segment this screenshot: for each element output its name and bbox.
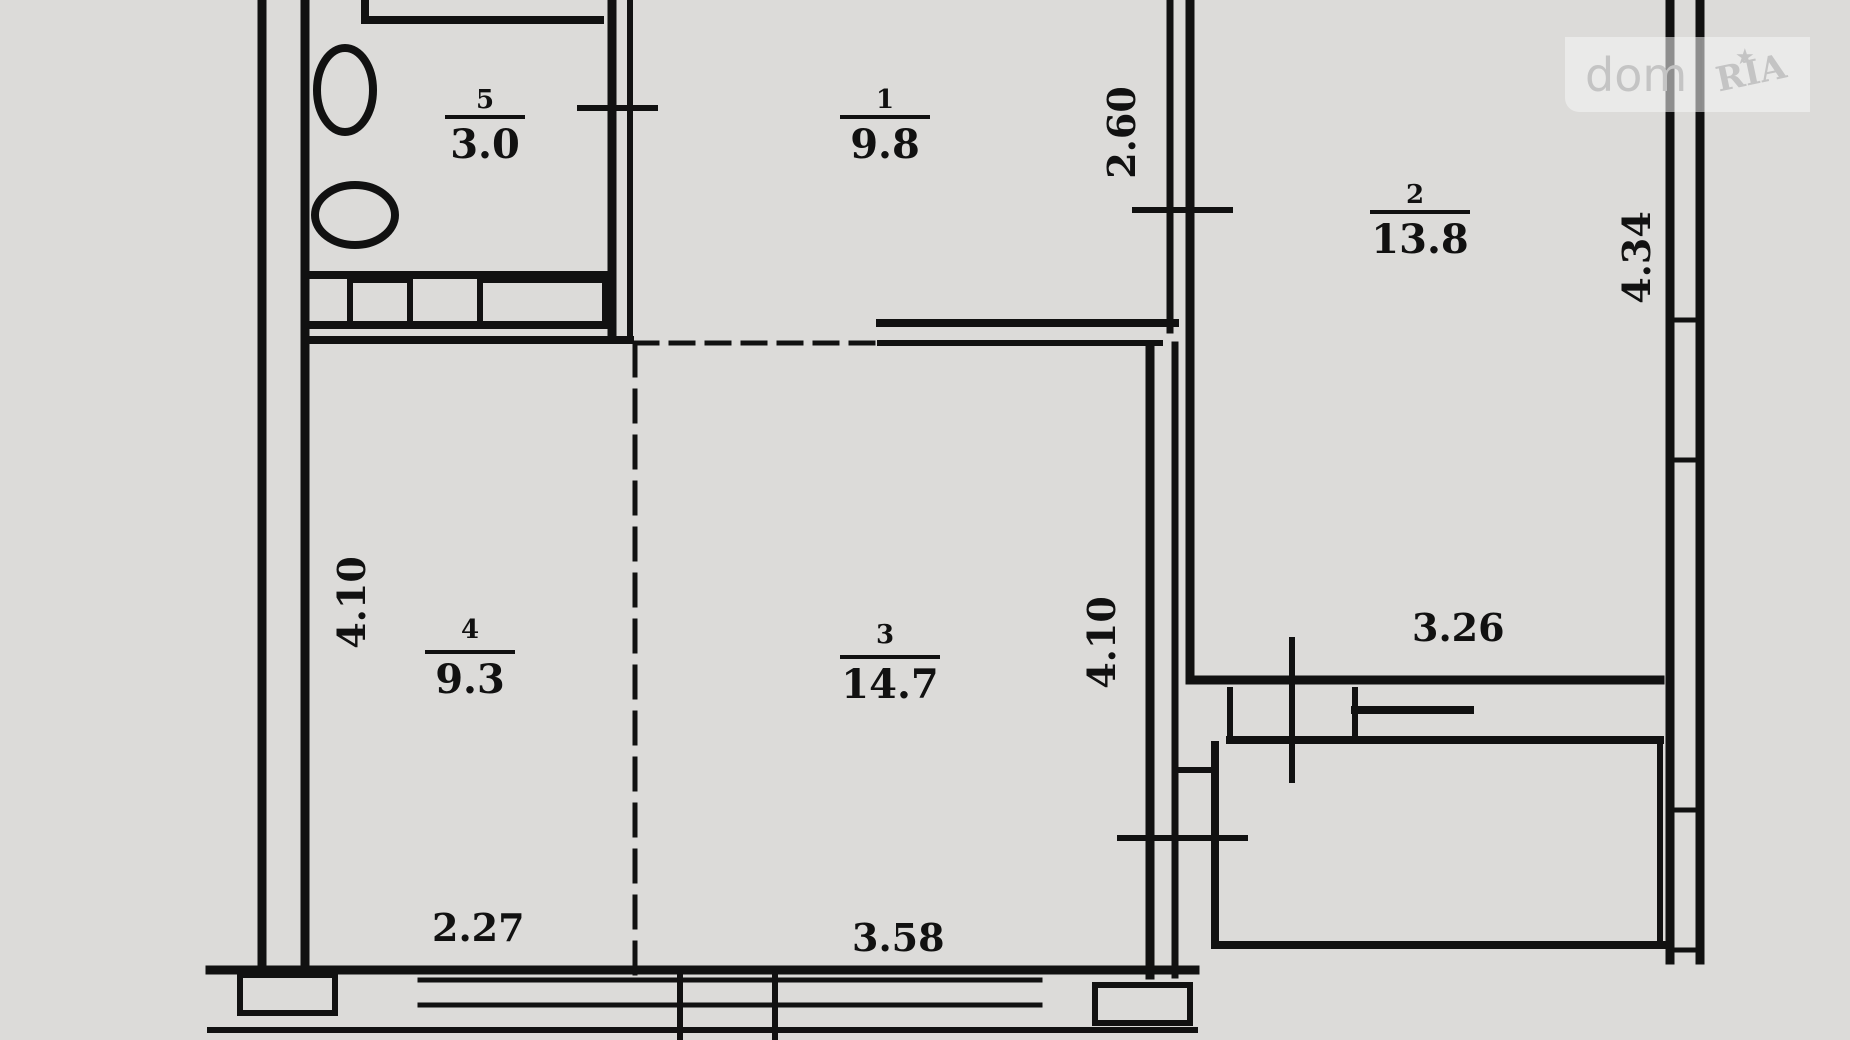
logo-dom-text: dom [1585, 47, 1688, 102]
dimension-room4-width: 2.27 [432, 905, 525, 950]
room-3-number: 3 [875, 620, 895, 650]
dimension-room2-height: 4.34 [1613, 211, 1659, 304]
dimension-room2-width: 3.26 [1412, 605, 1505, 650]
room-5-area: 3.0 [445, 115, 525, 168]
room-4-area: 9.3 [425, 650, 515, 703]
room-2-number: 2 [1405, 180, 1425, 210]
room-3-area: 14.7 [840, 655, 940, 708]
dimension-corridor-height: 2.60 [1098, 86, 1144, 179]
room-5-number: 5 [475, 85, 495, 115]
room-4-number: 4 [460, 615, 480, 645]
room-1-number: 1 [875, 85, 895, 115]
dimension-room4-height: 4.10 [328, 556, 374, 649]
dimension-room3-height: 4.10 [1078, 596, 1124, 689]
room-2-area: 13.8 [1370, 210, 1470, 263]
domria-logo: dom RIA ★ [1565, 37, 1810, 112]
star-icon: ★ [1735, 45, 1755, 70]
logo-divider [1700, 38, 1702, 111]
room-1-area: 9.8 [840, 115, 930, 168]
dimension-room3-width: 3.58 [852, 915, 945, 960]
